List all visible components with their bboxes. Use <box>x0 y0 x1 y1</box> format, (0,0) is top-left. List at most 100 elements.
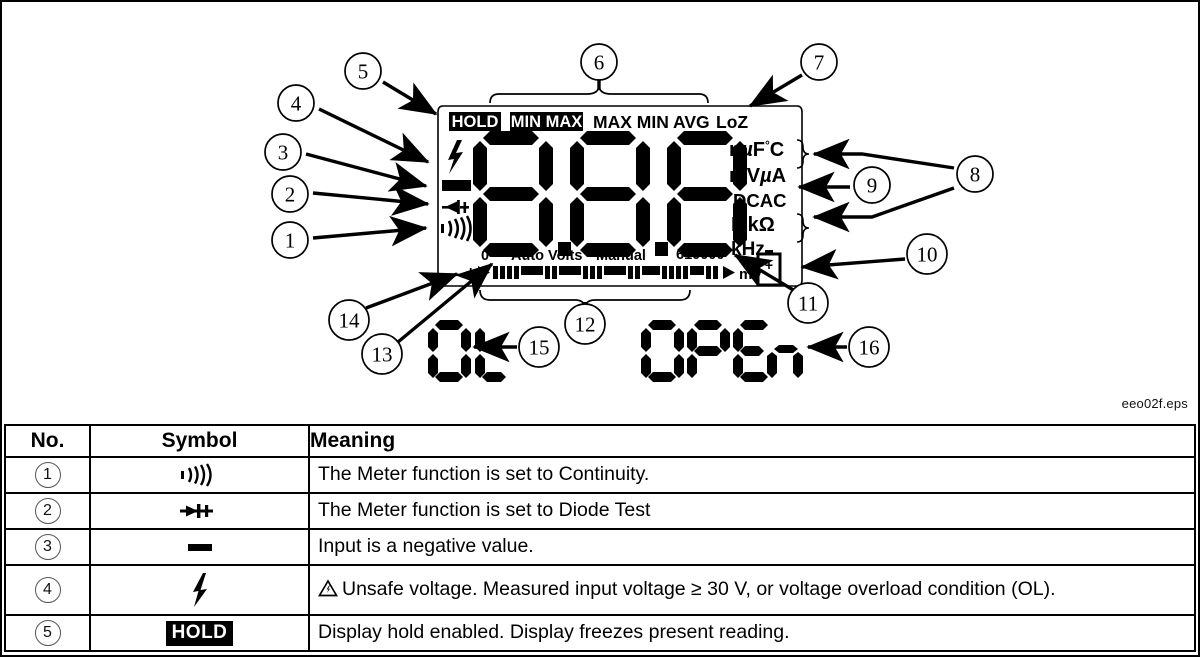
unit-row-1: nµF°C <box>729 138 784 161</box>
callout-circle-8 <box>956 155 994 193</box>
negative-sign-icon <box>91 530 308 564</box>
circled-number: 1 <box>34 462 61 488</box>
callout-circle-12 <box>564 303 606 345</box>
row-symbol-cell <box>89 564 310 616</box>
callout-number-4: 4 <box>291 92 302 116</box>
callout-number-3: 3 <box>278 141 289 165</box>
header-symbol: Symbol <box>89 424 310 458</box>
callout-circle-15 <box>518 326 560 368</box>
header-no: No. <box>4 424 91 458</box>
bargraph-right-arrow <box>723 266 735 279</box>
unit-labels: nµF°C mVµA DCAC MkΩ kHz <box>729 138 786 260</box>
unit-braces <box>796 139 810 243</box>
main-digits <box>473 131 747 257</box>
table-row: 4 <box>4 564 1196 616</box>
circled-number: 2 <box>34 498 61 524</box>
meaning-text: The Meter function is set to Diode Test <box>318 499 651 522</box>
secondary-display-ol <box>428 320 506 382</box>
lightning-bolt-icon <box>448 140 463 174</box>
table-row: 1 The Meter function is set to <box>4 456 1196 494</box>
callout-circle-16 <box>848 326 890 368</box>
callout-number-15: 15 <box>529 336 550 360</box>
callout-circle-5 <box>344 52 382 90</box>
callout-number-13: 13 <box>372 343 393 367</box>
callout-circle-4 <box>277 84 315 122</box>
unit-row-2: mVµA <box>729 165 786 187</box>
secondary-displays <box>428 320 803 382</box>
meaning-text: Display hold enabled. Display freezes pr… <box>318 621 790 644</box>
row-meaning-cell: Input is a negative value. <box>308 528 1196 566</box>
symbol-table: No. Symbol Meaning 1 <box>4 424 1196 652</box>
annunciator-max-min-avg: MAX MIN AVG <box>593 112 710 132</box>
row-meaning-cell: The Meter function is set to Diode Test <box>308 492 1196 530</box>
row-meaning-cell: Unsafe voltage. Measured input voltage ≥… <box>308 564 1196 616</box>
callout-circle-3 <box>264 133 302 171</box>
meaning-text: Input is a negative value. <box>318 535 534 558</box>
svg-text:+: + <box>765 257 773 273</box>
callout-number-9: 9 <box>867 174 878 198</box>
digit-2 <box>570 131 650 257</box>
callout-number-2: 2 <box>285 183 296 207</box>
callout-number-16: 16 <box>859 336 880 360</box>
table-row: 2 The Meter function is set to <box>4 492 1196 530</box>
lcd-figure: HOLD MIN MAX MAX MIN AVG LoZ <box>2 2 1198 422</box>
callout-circle-11 <box>787 282 829 324</box>
callout-number-7: 7 <box>814 51 825 75</box>
hold-badge: HOLD <box>165 620 234 646</box>
row-symbol-cell <box>89 456 310 494</box>
row-number-cell: 2 <box>4 492 91 530</box>
bargraph-label-manual: Manual <box>596 248 646 264</box>
callout-number-10: 10 <box>917 243 938 267</box>
row-number-cell: 4 <box>4 564 91 616</box>
unit-row-3: DCAC <box>733 190 786 211</box>
bargraph-label-0: 0 <box>481 248 489 264</box>
diode-icon <box>91 494 308 528</box>
meaning-text: The Meter function is set to Continuity. <box>318 463 650 486</box>
warning-triangle-icon <box>318 579 338 602</box>
callout-number-6: 6 <box>594 51 605 75</box>
callout-circle-13 <box>361 333 403 375</box>
annunciator-hold: HOLD <box>452 113 499 131</box>
callout-circle-1 <box>271 221 309 259</box>
callout-number-5: 5 <box>358 60 369 84</box>
header-meaning: Meaning <box>308 424 1196 458</box>
annunciator-row: HOLD MIN MAX MAX MIN AVG LoZ <box>449 112 748 132</box>
callout-number-1: 1 <box>285 229 296 253</box>
decimal-point-2 <box>655 242 668 256</box>
row-symbol-cell <box>89 528 310 566</box>
bargraph-label-auto-volts: Auto Volts <box>511 248 582 264</box>
table-row: 3 Input is a negative value. <box>4 528 1196 566</box>
negative-sign-icon <box>442 180 471 191</box>
circled-number: 4 <box>34 577 61 603</box>
row-number-cell: 3 <box>4 528 91 566</box>
continuity-icon <box>441 215 472 242</box>
digit-1 <box>473 131 553 257</box>
figure-caption: eeo02f.eps <box>1121 396 1188 411</box>
lightning-bolt-icon <box>91 566 308 614</box>
annunciator-loz: LoZ <box>716 112 748 132</box>
continuity-icon <box>91 458 308 492</box>
annunciator-minmax-inverse: MIN MAX <box>511 113 583 131</box>
bargraph-label-610000: 610000 <box>676 247 724 263</box>
callout-number-12: 12 <box>575 313 596 337</box>
callout-number-11: 11 <box>798 292 818 316</box>
left-indicators <box>441 140 472 242</box>
callout-circle-9 <box>853 166 891 204</box>
circled-number: 5 <box>34 620 61 646</box>
row-meaning-cell: The Meter function is set to Continuity. <box>308 456 1196 494</box>
decimal-point-1 <box>558 242 571 256</box>
callout-number-14: 14 <box>339 309 361 333</box>
table-row: 5 HOLD Display hold enabled. Display fre… <box>4 614 1196 652</box>
row-meaning-cell: Display hold enabled. Display freezes pr… <box>308 614 1196 652</box>
meaning-text: Unsafe voltage. Measured input voltage ≥… <box>342 577 1056 600</box>
callout-circle-10 <box>906 233 948 275</box>
bargraph: 0 Auto Volts Manual 610000 + <box>466 247 762 283</box>
callout-number-8: 8 <box>970 163 981 187</box>
diode-icon <box>442 200 469 214</box>
callout-circle-14 <box>328 299 370 341</box>
row-number-cell: 5 <box>4 614 91 652</box>
table-header-row: No. Symbol Meaning <box>4 424 1196 458</box>
secondary-display-open <box>641 320 803 382</box>
